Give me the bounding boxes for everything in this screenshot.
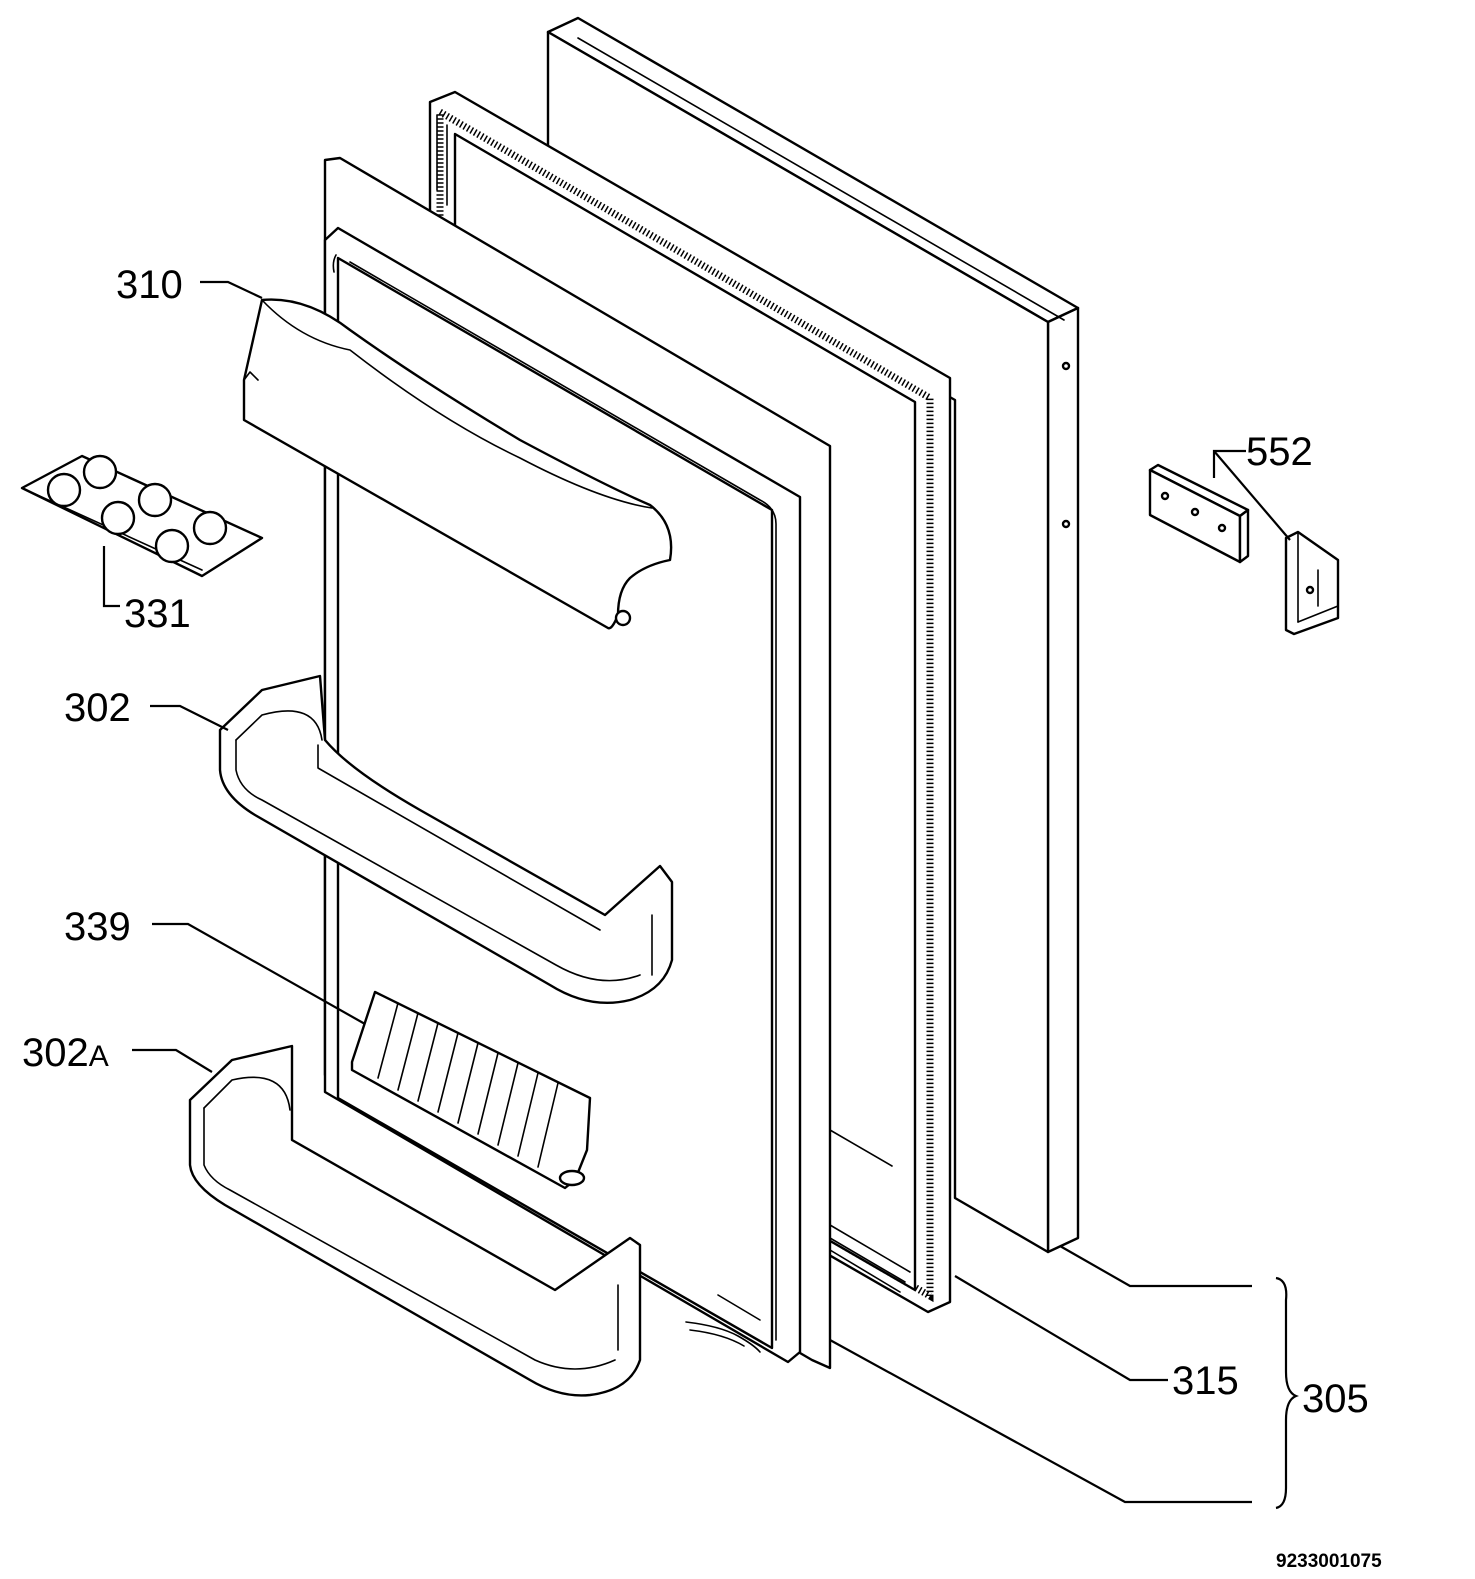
callout-302a-suffix: A [89, 1040, 109, 1073]
egg-tray [20, 454, 264, 578]
callout-labels: 310 331 302 339 302A 552 315 305 9233001… [22, 263, 1382, 1572]
door-outer-panel [546, 16, 1080, 1254]
callout-305: 305 [1302, 1377, 1369, 1421]
door-hinge-bracket [1284, 530, 1340, 636]
callout-552: 552 [1246, 430, 1313, 474]
callout-302: 302 [64, 686, 131, 730]
door-hinge-plate [1148, 463, 1250, 564]
door-bin-lower [188, 1044, 642, 1397]
callout-302a-number: 302 [22, 1031, 89, 1075]
callout-302a: 302A [22, 1031, 109, 1075]
bottle-retainer [350, 990, 592, 1190]
leader-lines [102, 280, 1299, 1510]
callout-339: 339 [64, 905, 131, 949]
callout-331: 331 [124, 592, 191, 636]
callout-310: 310 [116, 263, 183, 307]
callout-315: 315 [1172, 1359, 1239, 1403]
door-bin-upper [218, 674, 674, 1005]
butter-compartment-cover [242, 298, 673, 630]
document-number: 9233001075 [1276, 1551, 1382, 1572]
